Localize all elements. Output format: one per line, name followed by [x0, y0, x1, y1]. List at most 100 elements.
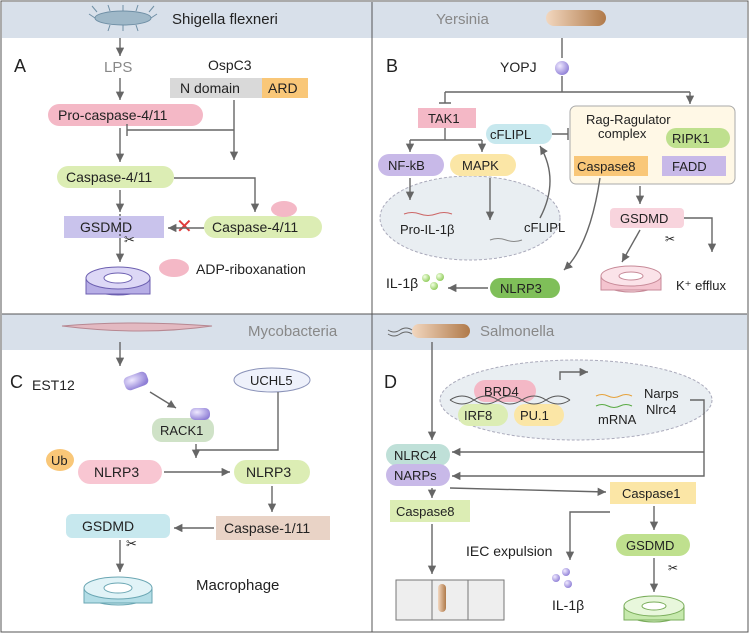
mycobacteria-label: Mycobacteria [248, 323, 338, 340]
n-domain-box [170, 78, 262, 98]
pro-caspase-box [48, 104, 203, 126]
nlrp3-c1-box [78, 460, 162, 484]
caspase-a1-label: Caspase-4/11 [66, 169, 152, 185]
cflipl-b2-label: cFLIPL [524, 220, 565, 235]
mapk-label: MAPK [462, 158, 499, 173]
nlrp3-c1-label: NLRP3 [94, 464, 139, 480]
il1b-d-label: IL-1β [552, 597, 584, 613]
fadd-box [662, 156, 726, 176]
pore-c-icon [83, 576, 153, 606]
est12-label: EST12 [32, 377, 75, 393]
iec-label: IEC expulsion [466, 543, 552, 559]
panel-d-letter: D [384, 372, 397, 392]
mrna-label: mRNA [598, 412, 637, 427]
ard-box [262, 78, 308, 98]
pu1-label: PU.1 [520, 408, 549, 423]
rag-label-1: Rag-Ragulator [586, 112, 671, 127]
panel-d-arrows [427, 342, 705, 592]
yopj-icon [555, 61, 569, 75]
caspase-a2-box [204, 216, 322, 238]
il1b-b-label: IL-1β [386, 275, 418, 291]
nlrc4-gene-label: Nlrc4 [646, 402, 676, 417]
caspase-a1-box [57, 166, 174, 188]
uchl5-label: UCHL5 [250, 373, 293, 388]
pore-a-icon [85, 266, 151, 296]
tak1-box [418, 108, 476, 128]
gsdmd-b-box [610, 208, 684, 228]
panel-b-letter: B [386, 56, 398, 76]
scissors-b-icon: ✂ [665, 232, 675, 246]
ripk1-box [666, 128, 730, 148]
il1b-d-icon [552, 568, 572, 588]
salmonella-flagella [387, 327, 413, 337]
pore-d-icon [623, 595, 685, 623]
il1b-b-icon [422, 273, 444, 290]
panel-a-arrows [115, 38, 260, 262]
mycobacteria-icon [61, 322, 213, 332]
nlrp3-c2-box [234, 460, 310, 484]
gsdmd-d-label: GSDMD [626, 538, 674, 553]
tak1-label: TAK1 [428, 111, 460, 126]
kefflux-label: K⁺ efflux [676, 278, 726, 293]
panel-b-arrows [405, 38, 717, 293]
adp-marker-on-caspase [271, 201, 297, 217]
fadd-label: FADD [672, 159, 707, 174]
nlrp3-b-label: NLRP3 [500, 281, 542, 296]
ub-label: Ub [51, 453, 68, 468]
pro-caspase-label: Pro-caspase-4/11 [58, 107, 168, 123]
mrna-orange-wave [595, 394, 633, 398]
salmonella-icon [412, 324, 470, 338]
panel-c-arrows [115, 342, 279, 572]
dna-helix-d [449, 395, 571, 405]
macrophage-label: Macrophage [196, 577, 279, 594]
panel-a-letter: A [14, 56, 26, 76]
nlrp3-b-box [490, 278, 560, 298]
n-domain-label: N domain [180, 80, 240, 96]
nfkb-box [378, 154, 444, 176]
gsdmd-d-box [616, 534, 690, 556]
yopj-label: YOPJ [500, 59, 537, 75]
rack1-est12-icon [190, 408, 210, 420]
rack1-box [152, 418, 214, 442]
shigella-bacterium-icon [88, 4, 158, 32]
lps-label: LPS [104, 59, 132, 76]
caspase1-d-box [610, 482, 696, 504]
cflipl-b1-box [486, 124, 552, 144]
rack1-label: RACK1 [160, 423, 203, 438]
ub-icon [46, 449, 74, 471]
nlrc4-box [386, 444, 450, 466]
nlrc4-label: NLRC4 [394, 448, 437, 463]
ripk1-label: RIPK1 [672, 131, 710, 146]
caspase8-d-box [390, 500, 470, 522]
nfkb-label: NF-kB [388, 158, 425, 173]
narps-gene-label: Narps [644, 386, 679, 401]
gsdmd-c-label: GSDMD [82, 518, 134, 534]
casp8-b-box [574, 156, 648, 176]
gsdmd-b-label: GSDMD [620, 211, 668, 226]
caspase-c-label: Caspase-1/11 [224, 520, 310, 536]
gsdmd-c-box [66, 514, 170, 538]
yersinia-bacterium-icon [546, 10, 606, 26]
panel-c-letter: C [10, 372, 23, 392]
proil-label: Pro-IL-1β [400, 222, 454, 237]
scissors-d-icon: ✂ [668, 561, 678, 575]
casp8-b-label: Caspase8 [577, 159, 636, 174]
yersinia-label: Yersinia [436, 11, 489, 28]
uchl5-box [233, 367, 311, 393]
irf8-label: IRF8 [464, 408, 492, 423]
shigella-label: Shigella flexneri [172, 11, 278, 28]
caspase8-d-label: Caspase8 [396, 504, 455, 519]
narps-label: NARPs [394, 468, 437, 483]
salmonella-label: Salmonella [480, 323, 555, 340]
epithelium-icon [395, 579, 505, 621]
nucleus-b [379, 175, 561, 261]
narps-box [386, 464, 450, 486]
ard-label: ARD [268, 80, 298, 96]
middle-band [2, 314, 747, 350]
caspase1-d-label: Caspase1 [622, 486, 681, 501]
inhibition-x-icon: ✕ [176, 216, 193, 238]
adp-legend-icon [159, 259, 189, 277]
pu1-box [514, 404, 564, 426]
rag-label-2: complex [598, 126, 647, 141]
